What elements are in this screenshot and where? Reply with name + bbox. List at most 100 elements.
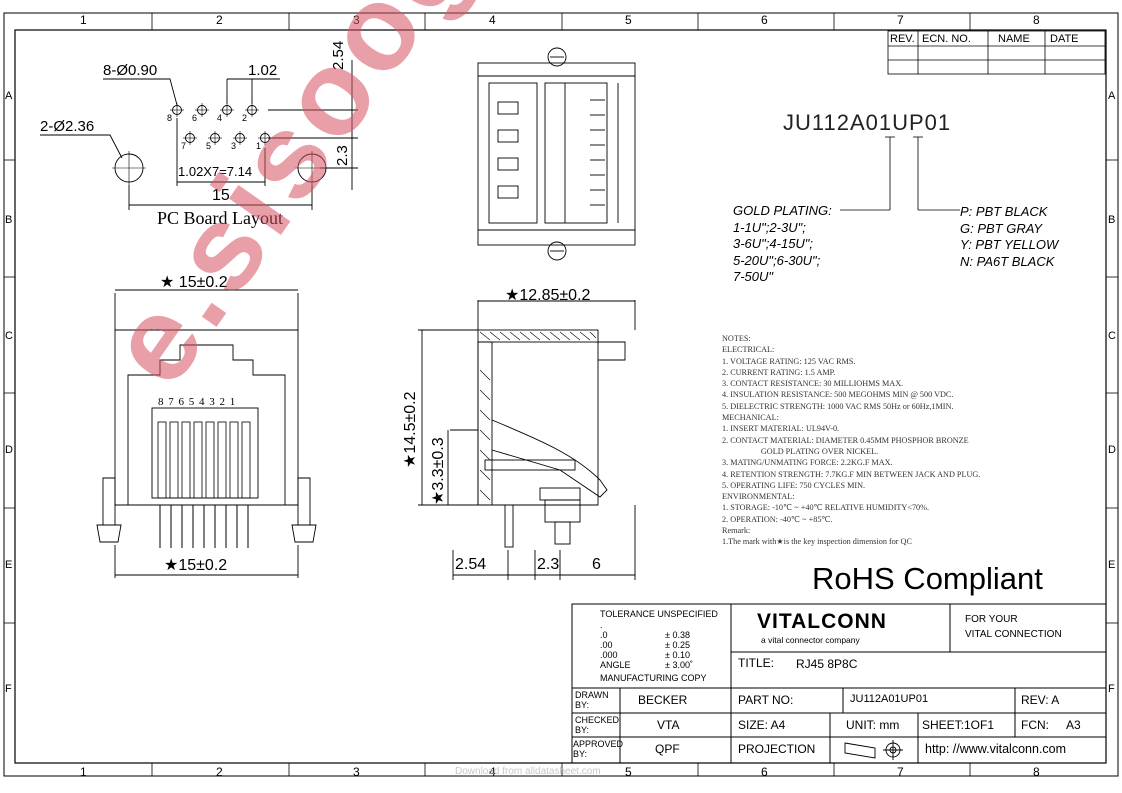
- row-letter: A: [1108, 90, 1116, 102]
- top-view-drawing: [477, 47, 636, 261]
- rev-header: REV.: [890, 33, 915, 45]
- side-view-hatch: [479, 331, 597, 501]
- housing-options: P: PBT BLACK G: PBT GRAY Y: PBT YELLOW N…: [960, 204, 1058, 270]
- pin-number: 3: [231, 141, 237, 151]
- column-numbers-bottom: 1 2 3 4 5 6 7 8: [0, 765, 1122, 779]
- plating-line: 5-20U";6-30U";: [733, 252, 821, 268]
- pin-number: 5: [206, 141, 212, 151]
- drawn-value: BECKER: [638, 693, 688, 707]
- part-no-value: JU112A01UP01: [850, 693, 929, 705]
- part-no-label: PART NO:: [738, 693, 794, 707]
- approved-value: QPF: [655, 742, 680, 756]
- tolerance-key: .00: [600, 640, 613, 650]
- brand-logo: VITALCONN: [757, 610, 887, 633]
- side-depth: ★12.85±0.2: [505, 287, 591, 304]
- revision-table: [887, 30, 1106, 75]
- col-number: 5: [625, 765, 632, 779]
- plating-line: 1-1U";2-3U";: [733, 219, 806, 235]
- slogan-line-2: VITAL CONNECTION: [965, 629, 1062, 640]
- tolerance-key: .000: [600, 650, 618, 660]
- front-view-drawing: [96, 289, 317, 578]
- plating-line: 3-6U";4-15U";: [733, 236, 814, 251]
- housing-line: N: PA6T BLACK: [960, 253, 1055, 269]
- front-top-width: ★ 15±0.2: [160, 274, 228, 291]
- front-pin-labels: 8 7 6 5 4 3 2 1: [158, 396, 237, 408]
- col-number: 7: [897, 765, 904, 779]
- inner-frame: [14, 29, 1107, 764]
- approved-label: APPROVED BY:: [573, 739, 624, 759]
- rev-value: REV: A: [1021, 693, 1060, 707]
- pcb-width: 15: [212, 187, 230, 204]
- side-view-drawing: [418, 300, 636, 580]
- row-letter: B: [1108, 214, 1116, 226]
- name-header: NAME: [998, 33, 1030, 45]
- tolerance-value: ± 0.25: [665, 640, 690, 650]
- column-numbers-top: 1 2 3 4 5 6 7 8: [0, 13, 1122, 30]
- pin-pitch: 1.02: [248, 62, 278, 79]
- pin-number: 2: [242, 113, 248, 123]
- date-header: DATE: [1050, 33, 1079, 45]
- tolerance-title: TOLERANCE UNSPECIFIED: [600, 609, 718, 619]
- checked-value: VTA: [657, 718, 680, 732]
- fcn-label: FCN:: [1021, 718, 1049, 732]
- hole-dimension: 8-Ø0.90: [103, 62, 158, 79]
- download-footer: Download from alldatasheet.com: [455, 766, 601, 777]
- col-number: 5: [625, 13, 632, 27]
- col-number: 1: [80, 765, 87, 779]
- row-offset: 2.54: [330, 40, 347, 70]
- col-number: 2: [216, 13, 223, 27]
- mount-offset: 2.3: [334, 145, 351, 166]
- col-number: 1: [80, 13, 87, 27]
- spec-notes: NOTES: ELECTRICAL: 1. VOLTAGE RATING: 12…: [722, 334, 981, 547]
- slogan-line-1: FOR YOUR: [965, 614, 1018, 625]
- row-letter: B: [5, 214, 13, 226]
- zone-ticks: [4, 13, 1118, 776]
- side-dim-a: 2.54: [455, 556, 487, 573]
- col-number: 3: [353, 13, 360, 27]
- pin-number: 4: [217, 113, 223, 123]
- row-letter: E: [1108, 559, 1116, 571]
- ecn-header: ECN. NO.: [922, 33, 971, 45]
- housing-line: Y: PBT YELLOW: [960, 237, 1059, 252]
- plating-line: 7-50U": [733, 269, 774, 284]
- checked-label: CHECKED BY:: [575, 715, 620, 735]
- pin-number: 7: [181, 141, 187, 151]
- row-letter: A: [5, 90, 13, 102]
- pin-number: 1: [256, 141, 262, 151]
- col-number: 7: [897, 13, 904, 27]
- col-number: 4: [489, 765, 496, 779]
- brand-tagline: a vital connector company: [761, 635, 860, 645]
- title-block-grid: [571, 603, 1107, 764]
- plating-title: GOLD PLATING:: [733, 203, 832, 218]
- col-number: 6: [761, 13, 768, 27]
- pin-number: 6: [192, 113, 198, 123]
- part-code-leaders: [840, 136, 960, 211]
- tolerance-table: . .0± 0.38 .00± 0.25 .000± 0.10 ANGLE± 3…: [600, 620, 720, 670]
- side-pin-height: ★3.3±0.3: [430, 437, 447, 505]
- tolerance-key: ANGLE: [600, 660, 631, 670]
- part-code: JU112A01UP01: [783, 110, 952, 135]
- rohs-label: RoHS Compliant: [812, 561, 1043, 596]
- col-number: 4: [489, 13, 496, 27]
- row-letter: D: [1108, 444, 1116, 456]
- housing-line: P: PBT BLACK: [960, 204, 1048, 219]
- row-letter: D: [5, 444, 13, 456]
- row-letter: E: [5, 559, 13, 571]
- tolerance-value: ± 0.10: [665, 650, 690, 660]
- col-number: 8: [1033, 765, 1040, 779]
- outer-frame: [3, 12, 1119, 777]
- pcb-layout-title: PC Board Layout: [157, 208, 283, 228]
- side-height: ★14.5±0.2: [402, 391, 419, 468]
- col-number: 3: [353, 765, 360, 779]
- col-number: 8: [1033, 13, 1040, 27]
- side-dim-b: 2.3: [537, 556, 560, 573]
- front-bottom-width: ★15±0.2: [164, 557, 228, 574]
- copy-note: MANUFACTURING COPY: [600, 673, 707, 683]
- fcn-value: A3: [1066, 718, 1081, 732]
- website-url: http: //www.vitalconn.com: [925, 742, 1067, 756]
- tolerance-value: ± 0.38: [665, 630, 690, 640]
- title-label: TITLE:: [738, 656, 775, 670]
- drawn-label: DRAWN BY:: [575, 690, 609, 710]
- title-value: RJ45 8P8C: [796, 657, 858, 671]
- row-letter: F: [1108, 683, 1115, 695]
